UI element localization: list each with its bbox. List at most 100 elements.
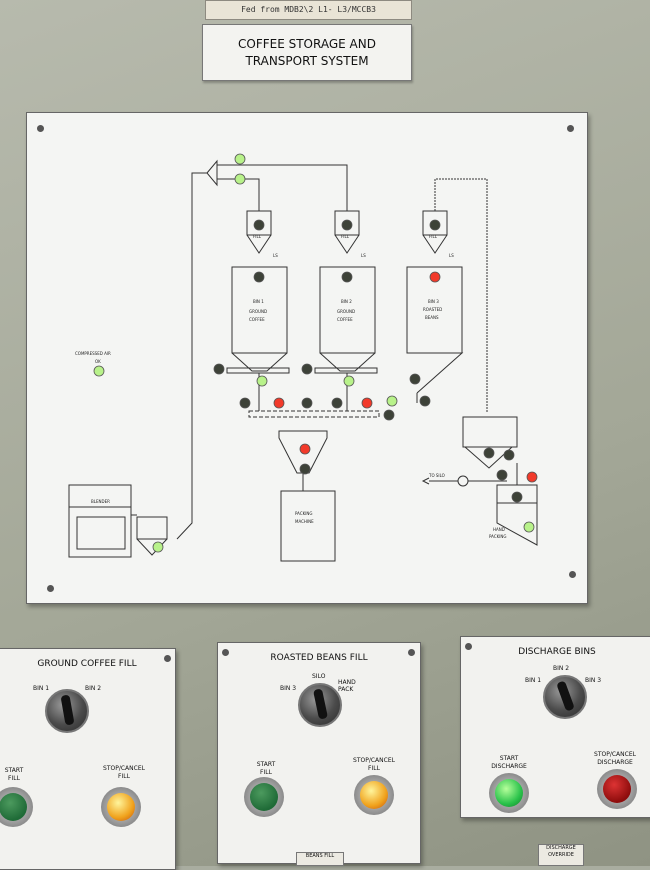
hand-pack-green-lamp-icon	[523, 521, 535, 533]
hand-packing-line-1: HAND	[493, 527, 505, 532]
stop-discharge-button-cap	[603, 775, 631, 803]
beans-fill-tag: BEANS FILL	[296, 852, 344, 866]
conveyor-1-run-lamp-icon	[256, 375, 268, 387]
bin-2-line-2: GROUND	[337, 309, 355, 314]
bin-3-line-2: ROASTED	[423, 307, 442, 312]
fill-3-lamp-icon	[429, 219, 441, 231]
screw-icon	[465, 643, 472, 650]
fill-label-1: FILL	[253, 234, 262, 239]
discharge-bin-selector[interactable]	[543, 675, 587, 719]
bin-1-line-3: COFFEE	[249, 317, 265, 322]
process-schematic: FILL FILL FILL LS LS LS BIN 1 GROUND COF…	[68, 153, 538, 562]
hand-pack-lamp-icon	[511, 491, 523, 503]
panel-title: GROUND COFFEE FILL	[37, 659, 137, 669]
fill-hopper-1	[246, 210, 272, 236]
panel-title: DISCHARGE BINS	[518, 647, 596, 657]
bin-2	[319, 266, 376, 354]
position-label-top: BIN 2	[553, 665, 570, 672]
start-discharge-button[interactable]	[489, 773, 529, 813]
valve-3-lamp-icon	[331, 397, 343, 409]
blender-label: BLENDER	[91, 499, 110, 504]
position-label-left: BIN 3	[280, 685, 297, 692]
conveyor-2-run-lamp-icon	[343, 375, 355, 387]
position-label-right: BIN 2	[85, 685, 102, 692]
position-label-right: BIN 3	[585, 677, 602, 684]
valve-1-lamp-icon	[239, 397, 251, 409]
start-fill-button-cap	[250, 783, 278, 811]
page-title: COFFEE STORAGE AND TRANSPORT SYSTEM	[202, 24, 412, 81]
bin-3-line-1: BIN 3	[428, 299, 439, 304]
ls-label-3: LS	[449, 253, 454, 258]
stop-cancel-fill-button[interactable]	[101, 787, 141, 827]
valve-2-lamp-icon	[301, 397, 313, 409]
bin-3-level-lamp-red-icon	[429, 271, 441, 283]
compressed-air-lamp-icon	[93, 365, 105, 377]
bin-3-line-3: BEANS	[425, 315, 439, 320]
start-fill-button[interactable]	[244, 777, 284, 817]
screw-icon	[37, 125, 44, 132]
blender-lamp-icon	[152, 541, 164, 553]
rotary-valve	[457, 475, 469, 487]
pneumatic-line	[176, 172, 207, 540]
fill-hopper-3	[422, 210, 448, 236]
stop-fill-button-cap	[360, 781, 388, 809]
cyclone-lamp-green-icon	[234, 173, 246, 185]
bin-2-level-lamp-icon	[341, 271, 353, 283]
packing-hopper-lamp-icon	[299, 463, 311, 475]
stop-cancel-discharge-button[interactable]	[597, 769, 637, 809]
valve-1-red-lamp-icon	[273, 397, 285, 409]
bin-2-line-3: COFFEE	[337, 317, 353, 322]
hand-pack-red-lamp-icon	[526, 471, 538, 483]
silo-lamp-icon	[483, 447, 495, 459]
silo-bin	[462, 416, 518, 448]
cyclone-icon	[206, 159, 218, 187]
hand-packing-line-2: PACKING	[489, 534, 507, 539]
bin-1	[231, 266, 288, 354]
selector-knob	[312, 688, 329, 720]
ls-label-2: LS	[361, 253, 366, 258]
panel-title: ROASTED BEANS FILL	[270, 653, 368, 663]
valve-4-lamp-icon	[419, 395, 431, 407]
bin-1-line-1: BIN 1	[253, 299, 264, 304]
mimic-diagram: FILL FILL FILL LS LS LS BIN 1 GROUND COF…	[26, 112, 588, 604]
screw-conveyor	[248, 410, 380, 418]
packing-machine-line-2: MACHINE	[295, 519, 314, 524]
packing-machine-line-1: PACKING	[295, 511, 313, 516]
selector-knob	[556, 680, 575, 712]
hand-pack-hopper	[496, 484, 538, 504]
conveyor-2-lamp-icon	[301, 363, 313, 375]
bin-3-discharge-lamp-icon	[409, 373, 421, 385]
bin-1-level-lamp-icon	[253, 271, 265, 283]
roasted-beans-destination-selector[interactable]	[298, 683, 342, 727]
feed-label: Fed from MDB2\2 L1- L3/MCCB3	[205, 0, 412, 20]
start-fill-button[interactable]	[0, 787, 33, 827]
silo-3-lamp-icon	[496, 469, 508, 481]
title-line-2: TRANSPORT SYSTEM	[245, 53, 369, 68]
ground-coffee-bin-selector[interactable]	[45, 689, 89, 733]
bin-2-line-1: BIN 2	[341, 299, 352, 304]
screw-icon	[567, 125, 574, 132]
packing-hopper	[278, 430, 328, 474]
position-label-left: BIN 1	[33, 685, 50, 692]
screw-icon	[164, 655, 171, 662]
screw-icon	[408, 649, 415, 656]
start-discharge-button-cap	[495, 779, 523, 807]
cyclone-lamp-green-icon	[234, 153, 246, 165]
position-label-left: BIN 1	[525, 677, 542, 684]
conveyor-1-lamp-icon	[213, 363, 225, 375]
stop-fill-button-cap	[107, 793, 135, 821]
compressed-air-line-2: OK	[95, 359, 101, 364]
compressed-air-line-1: COMPRESSED AIR	[75, 351, 111, 356]
stop-cancel-fill-button[interactable]	[354, 775, 394, 815]
title-line-1: COFFEE STORAGE AND	[238, 36, 376, 51]
fill-hopper-2	[334, 210, 360, 236]
